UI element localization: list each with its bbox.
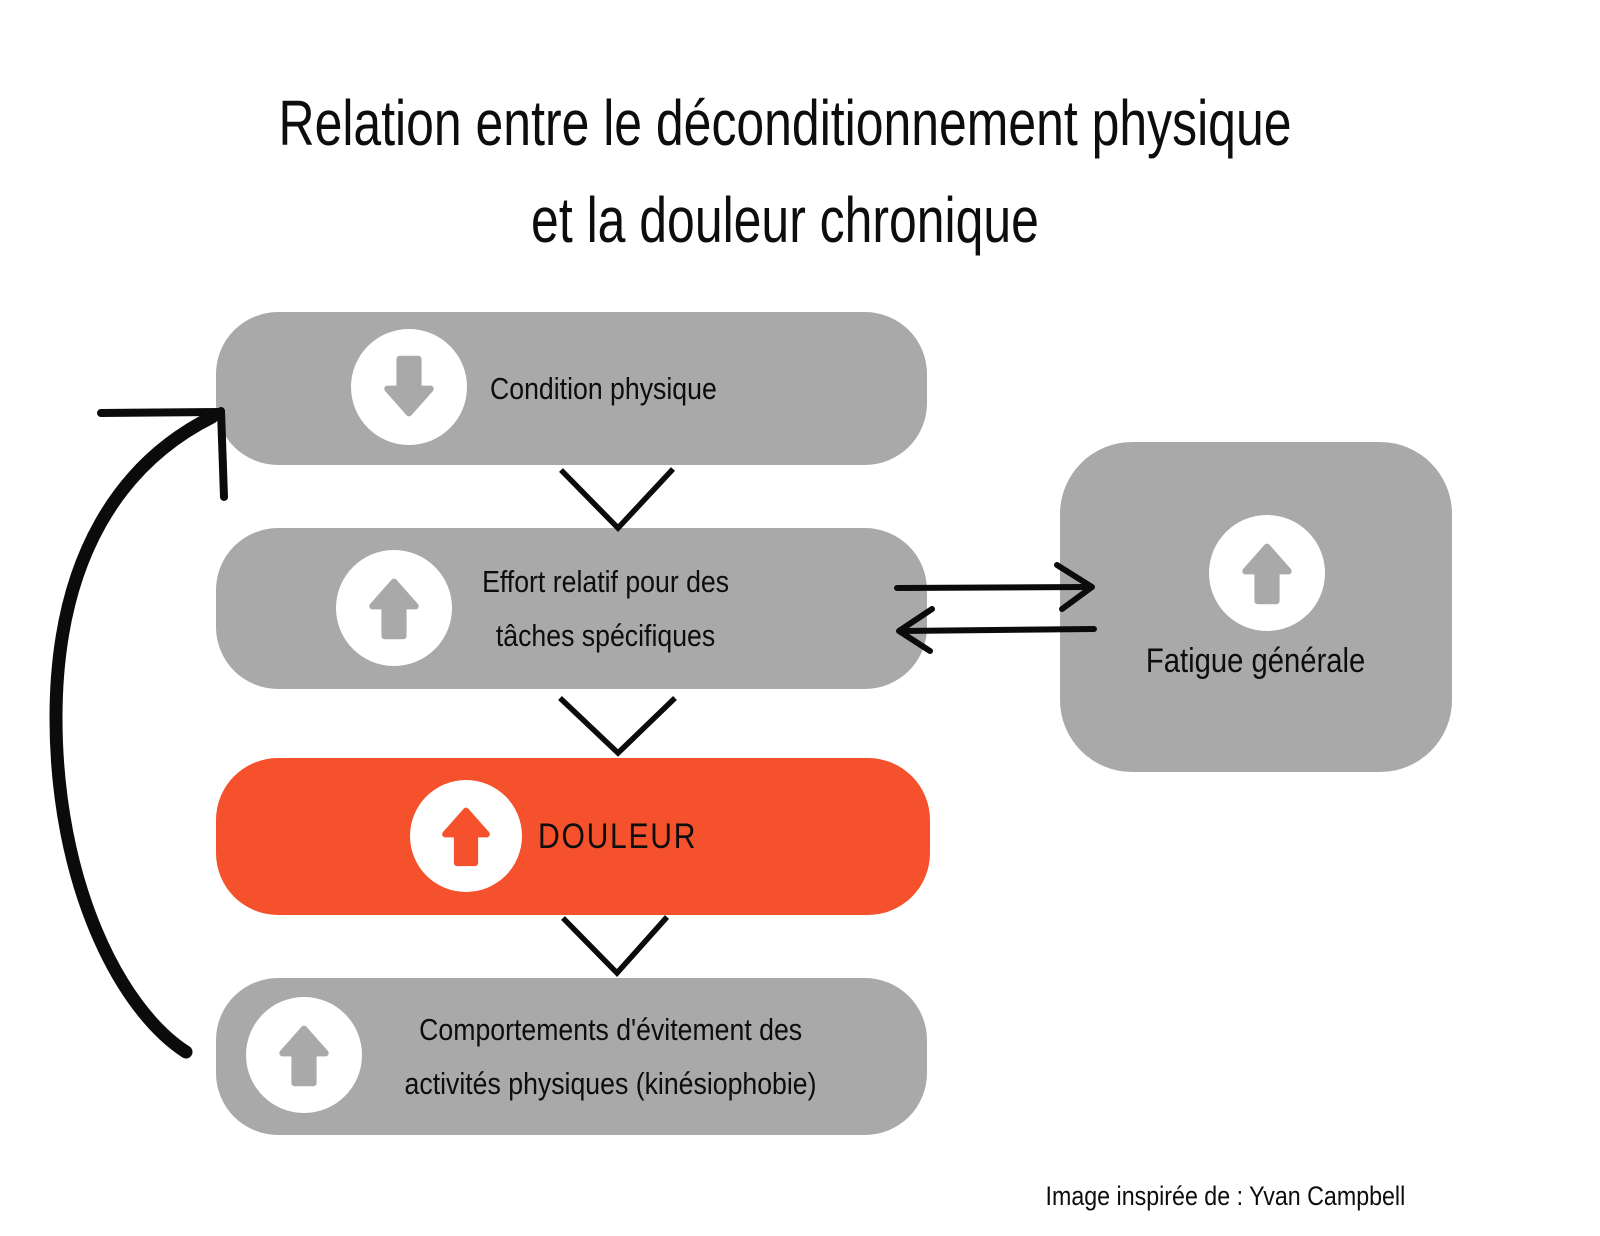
- box-fatigue-generale: Fatigue générale: [1060, 442, 1452, 772]
- feedback-loop-arrow: [49, 407, 228, 1059]
- chevron-down-icon: [559, 467, 676, 532]
- box-effort-label: Effort relatif pour des tâches spécifiqu…: [386, 528, 826, 689]
- chevron-down-icon: [558, 696, 677, 757]
- box-condition-physique: Condition physique: [216, 312, 927, 465]
- box-effort-label-line-1: Effort relatif pour des: [482, 563, 730, 599]
- box-condition-label: Condition physique: [490, 370, 717, 406]
- page-title: Relation entre le déconditionnement phys…: [0, 75, 1570, 269]
- box-comportements-evitement: Comportements d'évitement des activités …: [216, 978, 927, 1135]
- title-line-2: et la douleur chronique: [531, 184, 1039, 256]
- box-douleur: DOULEUR: [216, 758, 930, 915]
- arrow-down-circle-icon: [351, 329, 467, 445]
- arrow-up-circle-icon: [336, 550, 452, 666]
- arrow-up-circle-icon: [246, 997, 362, 1113]
- box-comportements-label-line-1: Comportements d'évitement des: [419, 1011, 803, 1047]
- chevron-down-icon: [561, 915, 670, 978]
- box-comportements-label: Comportements d'évitement des activités …: [356, 978, 866, 1135]
- box-effort-label-line-2: tâches spécifiques: [496, 617, 716, 653]
- title-line-1: Relation entre le déconditionnement phys…: [278, 87, 1292, 159]
- box-effort-relatif: Effort relatif pour des tâches spécifiqu…: [216, 528, 927, 689]
- box-fatigue-label: Fatigue générale: [1146, 642, 1366, 680]
- box-comportements-label-line-2: activités physiques (kinésiophobie): [405, 1065, 817, 1101]
- arrow-up-circle-icon: [1209, 515, 1325, 631]
- box-douleur-label: DOULEUR: [538, 816, 698, 856]
- attribution-text: Image inspirée de : Yvan Campbell: [1045, 1181, 1405, 1211]
- arrow-up-circle-icon: [410, 780, 522, 892]
